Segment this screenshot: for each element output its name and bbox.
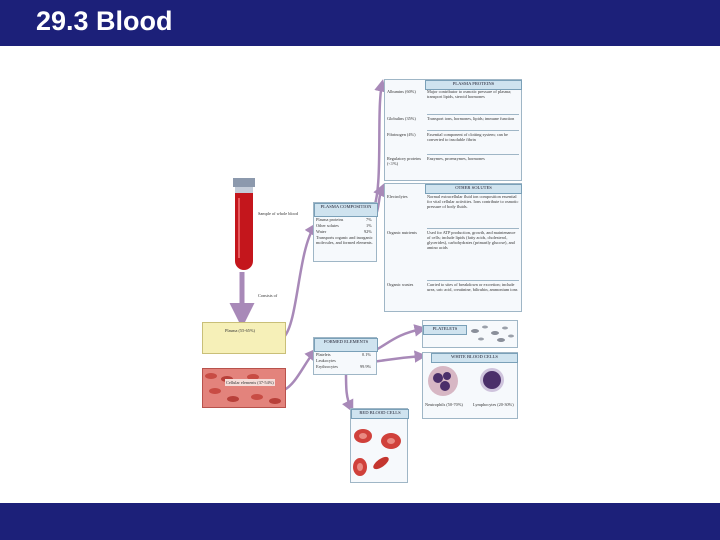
platelets-box: PLATELETS	[422, 320, 518, 348]
pc-row-label: Plasma proteins	[316, 217, 344, 222]
consists-label: Consists of	[258, 293, 278, 298]
title-bar: 29.3 Blood	[0, 0, 720, 46]
fe-row-label: Erythrocytes	[316, 364, 338, 369]
red-blood-cells-header: RED BLOOD CELLS	[351, 409, 409, 419]
cellular-layer: Cellular elements (37-54%)	[202, 368, 286, 408]
other-solutes-box: OTHER SOLUTES Electrolytes Normal extrac…	[384, 183, 522, 312]
rbc-illustration	[353, 429, 401, 476]
protein-name: Regulatory proteins (<1%)	[387, 156, 422, 167]
solute-name: Organic nutrients	[387, 230, 417, 235]
pc-row-label: Water	[316, 229, 327, 234]
plasma-proteins-box: PLASMA PROTEINS Albumins (60%) Major con…	[384, 79, 522, 181]
solute-name: Electrolytes	[387, 194, 408, 199]
protein-name: Albumins (60%)	[387, 89, 416, 94]
solute-desc: Used for ATP production, growth, and mai…	[427, 230, 516, 251]
fe-row-label: Leukocytes	[316, 358, 336, 363]
fe-row-label: Platelets	[316, 352, 331, 357]
solute-name: Organic wastes	[387, 282, 414, 287]
blood-composition-figure: Sample of whole blood Consists of Plasma…	[196, 72, 526, 484]
platelet-illustration	[471, 325, 514, 342]
solute-desc: Normal extracellular fluid ion compositi…	[427, 194, 519, 210]
pc-row-value: 1%	[366, 223, 372, 228]
plasma-proteins-header: PLASMA PROTEINS	[425, 80, 522, 90]
rbc-texture	[205, 373, 281, 404]
neutrophil-illustration	[428, 366, 458, 396]
lymphocytes-label: Lymphocytes (20-30%)	[473, 402, 514, 407]
pc-note: Transports organic and inorganic molecul…	[316, 235, 373, 246]
protein-name: Fibrinogen (4%)	[387, 132, 416, 137]
red-blood-cells-box: RED BLOOD CELLS	[350, 408, 409, 483]
other-solutes-header: OTHER SOLUTES	[425, 184, 522, 194]
neutrophils-label: Neutrophils (50-70%)	[425, 402, 463, 407]
plasma-label: Plasma (55-65%)	[225, 328, 255, 333]
plasma-composition-header: PLASMA COMPOSITION	[314, 203, 378, 217]
fe-row-value: 99.9%	[360, 364, 372, 369]
protein-desc: Major contributor to osmotic pressure of…	[427, 89, 512, 100]
pc-row-value: 7%	[366, 217, 372, 222]
plasma-layer: Plasma (55-65%)	[202, 322, 286, 354]
solute-desc: Carried to sites of breakdown or excreti…	[427, 282, 518, 293]
pc-row-label: Other solutes	[316, 223, 339, 228]
fe-row-value: 0.1%	[362, 352, 371, 357]
protein-name: Globulins (35%)	[387, 116, 416, 121]
footer-bar	[0, 503, 720, 540]
lymphocyte-illustration	[480, 368, 504, 392]
slide-title: 29.3 Blood	[36, 6, 173, 36]
platelets-header: PLATELETS	[423, 325, 467, 335]
sample-label: Sample of whole blood	[258, 211, 298, 216]
protein-desc: Enzymes, proenzymes, hormones	[427, 156, 485, 161]
protein-desc: Essential component of clotting system; …	[427, 132, 508, 143]
white-blood-cells-box: WHITE BLOOD CELLS Neutrophils (50-70%) L…	[422, 352, 518, 419]
cellular-label: Cellular elements (37-54%)	[225, 379, 275, 387]
plasma-composition-box: PLASMA COMPOSITION Plasma proteins 7% Ot…	[313, 202, 378, 262]
pc-row-value: 92%	[364, 229, 372, 234]
formed-elements-box: FORMED ELEMENTS Platelets 0.1% Leukocyte…	[313, 337, 378, 375]
formed-elements-header: FORMED ELEMENTS	[314, 338, 378, 352]
protein-desc: Transport ions, hormones, lipids; immune…	[427, 116, 515, 121]
test-tube-illustration	[233, 178, 255, 270]
white-blood-cells-header: WHITE BLOOD CELLS	[431, 353, 518, 363]
